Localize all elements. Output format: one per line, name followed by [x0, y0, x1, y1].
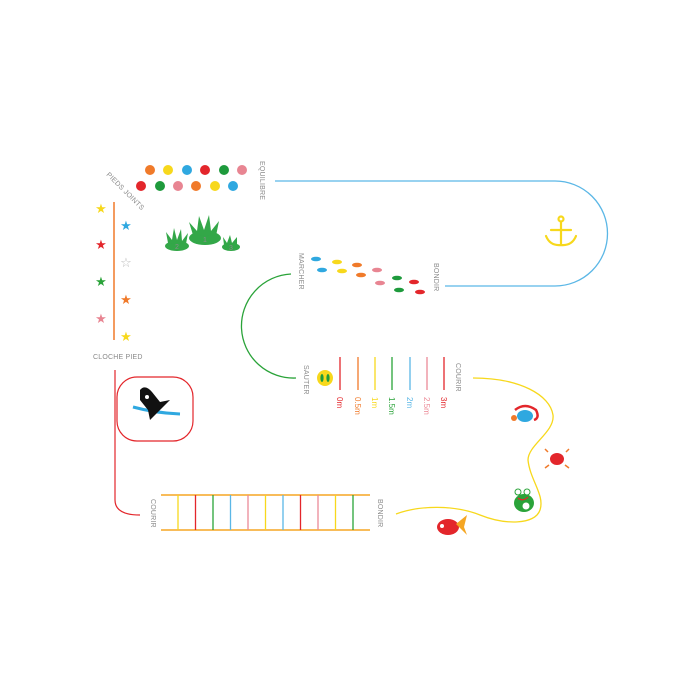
- distance-ticks: 0m 0.5m 1m 1.5m 2m 2.5m 3m: [335, 357, 448, 415]
- star-icon: ★: [120, 293, 132, 308]
- distance-label: 0.5m: [353, 397, 362, 415]
- orca-frame: [116, 376, 194, 442]
- frog-icon: [514, 488, 534, 512]
- star-outline-icon: ☆: [120, 256, 132, 271]
- fish-icon: [437, 515, 467, 535]
- label-bondir-top: BONDIR: [432, 263, 439, 291]
- star-icon: ★: [95, 312, 107, 327]
- label-courir-right: COURIR: [454, 363, 461, 392]
- anchor-icon: [544, 215, 578, 247]
- label-sauter: SAUTER: [302, 365, 309, 395]
- star-icon: ★: [120, 219, 132, 234]
- balance-dots: [136, 165, 247, 191]
- blue-balance-path: [275, 180, 609, 287]
- seahorse-icon: [511, 404, 539, 422]
- lily-pad-number: 3: [229, 245, 233, 252]
- distance-label: 2m: [405, 397, 414, 408]
- lily-pads: 2 1 3: [165, 215, 240, 252]
- orca-icon: [132, 387, 181, 420]
- lily-pad-number: 1: [203, 237, 207, 244]
- star-icon: ★: [120, 330, 132, 345]
- crab-icon: [544, 448, 570, 469]
- green-arc-path: [240, 273, 297, 379]
- distance-label: 0m: [335, 397, 344, 408]
- lily-pad-number: 2: [175, 244, 179, 251]
- agility-ladder: [161, 494, 370, 531]
- distance-label: 2.5m: [422, 397, 431, 415]
- star-icon: ★: [95, 275, 107, 290]
- red-path: [114, 370, 141, 516]
- hop-stars: ★ ★ ★ ★ ★ ☆ ★ ★: [95, 202, 132, 345]
- feet-together-disc: [317, 370, 333, 386]
- label-pieds-joints: PIEDS JOINTS: [105, 171, 146, 212]
- label-courir-bottom: COURIR: [149, 499, 156, 528]
- label-cloche-pied: CLOCHE PIED: [93, 354, 143, 361]
- label-marcher: MARCHER: [297, 253, 304, 290]
- star-icon: ★: [95, 238, 107, 253]
- distance-label: 1m: [370, 397, 379, 408]
- distance-label: 3m: [439, 397, 448, 408]
- footprints: [311, 256, 425, 295]
- label-equilibre: EQUILIBRE: [258, 161, 265, 200]
- yellow-wavy-path: [395, 377, 554, 523]
- label-bondir-bottom: BONDIR: [376, 499, 383, 527]
- star-icon: ★: [95, 202, 107, 217]
- distance-label: 1.5m: [387, 397, 396, 415]
